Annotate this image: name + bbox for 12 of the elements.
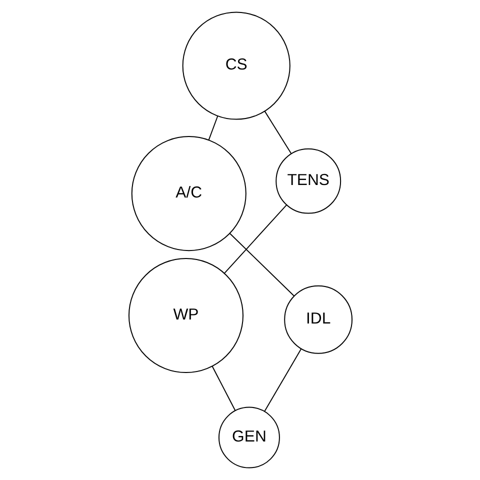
connector: [264, 348, 302, 412]
node-circle: IDL: [284, 285, 352, 354]
connector: [228, 233, 294, 296]
node-circle: GEN: [218, 406, 280, 468]
node-circle: A/C: [130, 136, 246, 252]
connector: [224, 204, 286, 274]
node-circle: WP: [128, 258, 243, 374]
connector: [264, 110, 292, 154]
node-circle: CS: [182, 12, 290, 120]
node-circle: TENS: [275, 148, 341, 214]
connector: [211, 366, 236, 412]
connector: [208, 116, 218, 141]
